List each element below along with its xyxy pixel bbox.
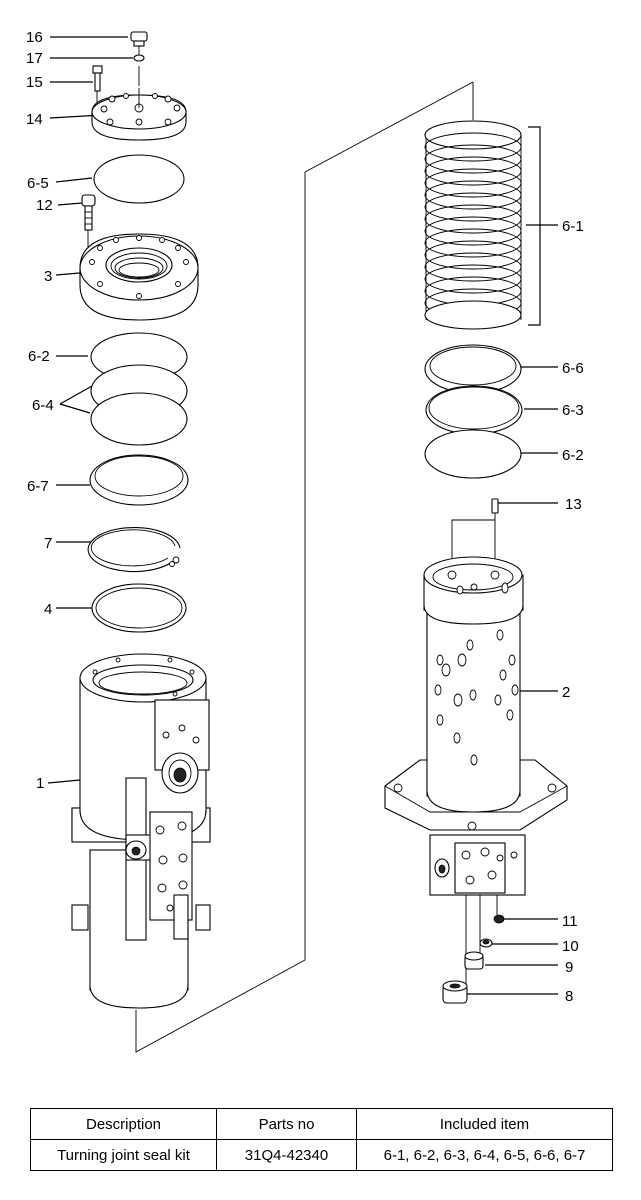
label-6-2-left: 6-2: [28, 348, 50, 365]
label-6-2-right: 6-2: [562, 447, 584, 464]
part-7-snap-ring: [87, 526, 181, 573]
exploded-parts-diagram: 16 17 15 14 6-5 12 3 6-2 6-4 6-7 7 4 1 6…: [26, 29, 584, 1053]
cell-description: Turning joint seal kit: [30, 1139, 217, 1171]
part-15-bolt: [92, 65, 103, 92]
part-9-plug: [464, 951, 484, 970]
header-description: Description: [30, 1108, 217, 1140]
part-10-plug: [479, 938, 493, 948]
label-10: 10: [562, 938, 579, 955]
part-6-7-ring: [89, 454, 189, 506]
table-header-row: Description Parts no Included item: [30, 1108, 613, 1140]
label-6-5: 6-5: [27, 175, 49, 192]
part-1-housing: [71, 653, 211, 1009]
part-3-flange: [79, 233, 199, 321]
cell-included-item: 6-1, 6-2, 6-3, 6-4, 6-5, 6-6, 6-7: [356, 1139, 613, 1171]
part-17-oring: [133, 54, 145, 62]
label-11: 11: [562, 913, 578, 930]
label-8: 8: [565, 988, 573, 1005]
leader-lines: [47, 36, 558, 995]
part-6-3-ring: [425, 385, 523, 435]
part-6-2-oring-right: [424, 429, 522, 479]
label-9: 9: [565, 959, 573, 976]
part-6-4-orings: [90, 364, 188, 446]
table-row: Turning joint seal kit 31Q4-42340 6-1, 6…: [30, 1139, 613, 1171]
label-1: 1: [36, 775, 44, 792]
part-6-5-oring: [93, 154, 185, 204]
seal-kit-table: Description Parts no Included item Turni…: [30, 1108, 613, 1171]
label-7: 7: [44, 535, 52, 552]
label-17: 17: [26, 50, 43, 67]
part-4-ring: [91, 583, 187, 633]
cell-parts-no: 31Q4-42340: [216, 1139, 357, 1171]
label-13: 13: [565, 496, 582, 513]
label-6-1: 6-1: [562, 218, 584, 235]
label-3: 3: [44, 268, 52, 285]
header-included-item: Included item: [356, 1108, 613, 1140]
part-2-spindle: [384, 556, 568, 896]
part-8-plug: [442, 980, 468, 1004]
label-15: 15: [26, 74, 43, 91]
label-12: 12: [36, 197, 53, 214]
label-14: 14: [26, 111, 43, 128]
part-12-bolt: [81, 194, 96, 231]
bracket-6-1: [528, 126, 541, 326]
part-14-cover: [91, 88, 187, 141]
part-6-1-spring: [424, 120, 522, 330]
header-parts-no: Parts no: [216, 1108, 357, 1140]
part-16-plug: [130, 31, 148, 47]
label-6-6: 6-6: [562, 360, 584, 377]
label-4: 4: [44, 601, 52, 618]
callout-labels: 16 17 15 14 6-5 12 3 6-2 6-4 6-7 7 4 1 6…: [26, 29, 584, 1005]
label-6-3: 6-3: [562, 402, 584, 419]
part-11-plug: [493, 914, 505, 924]
label-16: 16: [26, 29, 43, 46]
label-6-4: 6-4: [32, 397, 54, 414]
part-13-pin: [491, 498, 499, 514]
label-2: 2: [562, 684, 570, 701]
label-6-7: 6-7: [27, 478, 49, 495]
